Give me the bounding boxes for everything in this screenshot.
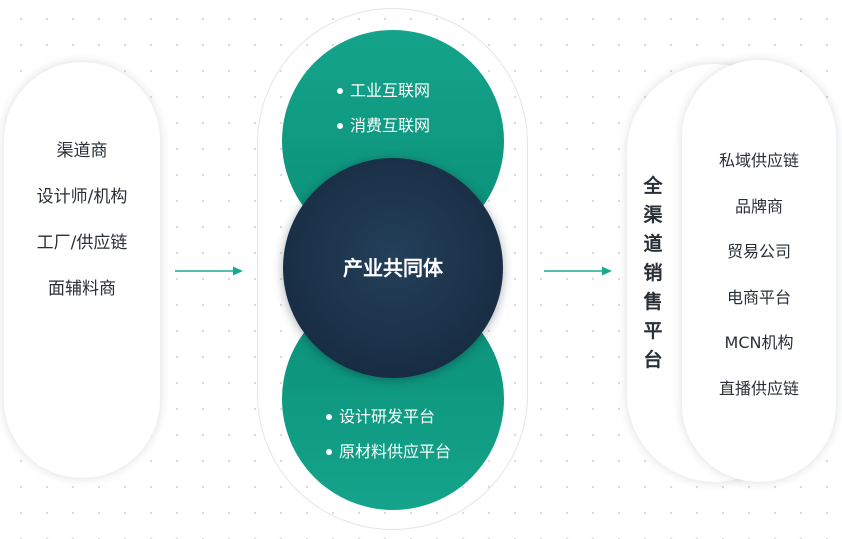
left-arrow-icon xyxy=(175,266,243,276)
list-item: 设计师/机构 xyxy=(36,187,128,207)
bullet-label: 设计研发平台 xyxy=(339,407,436,426)
left-list: 渠道商 设计师/机构 工厂/供应链 面辅料商 xyxy=(4,128,160,312)
title-char: 平 xyxy=(643,320,663,342)
list-item: 渠道商 xyxy=(56,141,108,161)
right-front-panel xyxy=(682,60,836,482)
vertical-title: 全 渠 道 销 售 平 台 xyxy=(640,172,666,375)
title-char: 道 xyxy=(643,233,663,255)
list-item: 面辅料商 xyxy=(48,279,116,299)
top-bullets: 工业互联网 消费互联网 xyxy=(337,73,430,143)
title-char: 售 xyxy=(643,291,663,313)
list-item: 电商平台 xyxy=(726,287,791,307)
bullet-item: 消费互联网 xyxy=(337,108,430,143)
bullet-dot-icon xyxy=(337,87,343,94)
bullet-label: 工业互联网 xyxy=(350,81,431,100)
list-item: 贸易公司 xyxy=(726,242,791,262)
bullet-dot-icon xyxy=(326,448,332,455)
bottom-bullets: 设计研发平台 原材料供应平台 xyxy=(326,399,451,469)
core-circle xyxy=(283,158,503,378)
bullet-dot-icon xyxy=(326,413,332,420)
title-char: 全 xyxy=(643,175,663,197)
title-char: 台 xyxy=(643,349,663,371)
core-label: 产业共同体 xyxy=(343,256,443,280)
bullet-item: 设计研发平台 xyxy=(326,399,451,434)
center-outline xyxy=(257,8,528,530)
list-item: 工厂/供应链 xyxy=(36,233,128,253)
list-item: 品牌商 xyxy=(734,196,783,216)
right-list: 私域供应链 品牌商 贸易公司 电商平台 MCN机构 直播供应链 xyxy=(682,138,836,412)
left-panel xyxy=(4,62,160,478)
bullet-label: 消费互联网 xyxy=(350,116,431,135)
bullet-dot-icon xyxy=(337,122,343,129)
list-item: 直播供应链 xyxy=(718,378,799,398)
bullet-label: 原材料供应平台 xyxy=(339,442,452,461)
title-char: 销 xyxy=(643,262,663,284)
title-char: 渠 xyxy=(643,204,663,226)
bullet-item: 工业互联网 xyxy=(337,73,430,108)
list-item: 私域供应链 xyxy=(718,151,799,170)
bullet-item: 原材料供应平台 xyxy=(326,434,451,469)
right-arrow-icon xyxy=(544,266,612,276)
list-item: MCN机构 xyxy=(724,333,794,353)
